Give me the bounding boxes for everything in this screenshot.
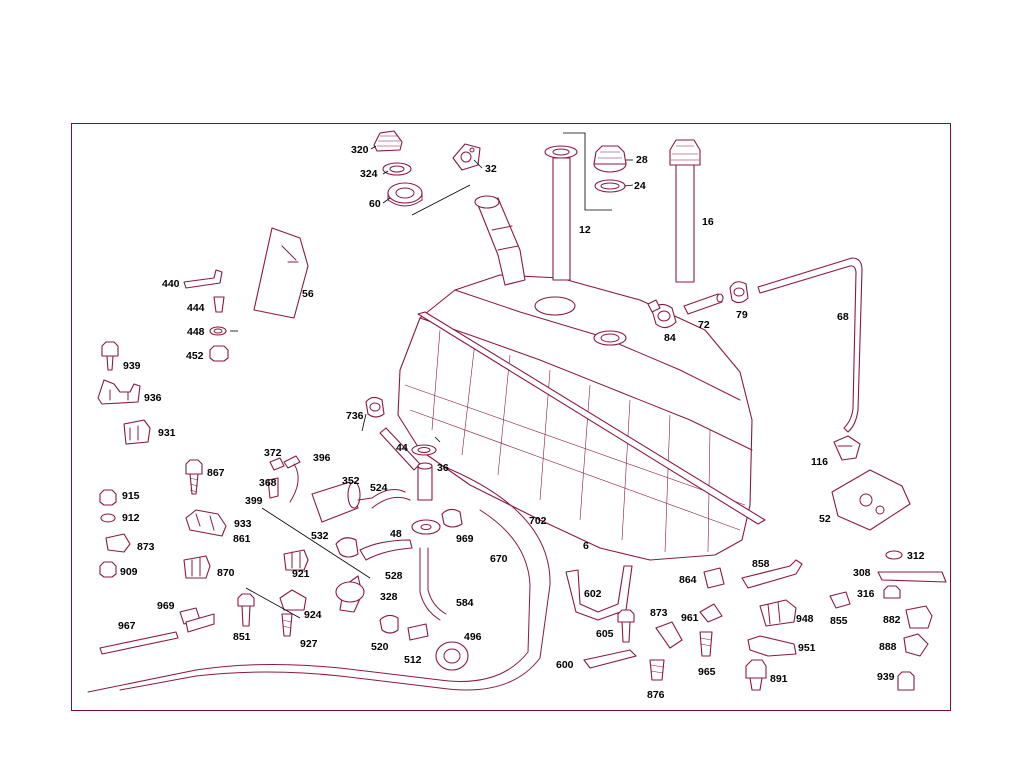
label-861: 861 [233,533,251,545]
label-84: 84 [664,332,676,344]
label-961: 961 [681,612,699,624]
label-969-left: 969 [157,600,175,612]
label-399: 399 [245,495,263,507]
label-48: 48 [390,528,402,540]
filler-cap-assembly [373,130,481,216]
label-24: 24 [634,180,646,192]
label-444: 444 [187,302,205,314]
label-68: 68 [837,311,849,323]
label-32: 32 [485,163,497,175]
label-79: 79 [736,309,748,321]
label-909: 909 [120,566,138,578]
part-labels: 320 324 60 32 28 24 12 16 440 56 444 448… [118,144,925,701]
label-933: 933 [234,518,252,530]
label-16: 16 [702,216,714,228]
label-851: 851 [233,631,251,643]
label-368: 368 [259,477,277,489]
label-936: 936 [144,392,162,404]
label-316: 316 [857,588,875,600]
label-352: 352 [342,475,360,487]
label-855: 855 [830,615,848,627]
label-951: 951 [798,642,816,654]
diagram-frame [71,123,951,711]
label-6: 6 [583,540,589,552]
label-72: 72 [698,319,710,331]
label-532: 532 [311,530,329,542]
label-858: 858 [752,558,770,570]
label-965: 965 [698,666,716,678]
label-44: 44 [396,442,408,454]
label-921: 921 [292,568,310,580]
label-948: 948 [796,613,814,625]
label-915: 915 [122,490,140,502]
label-702: 702 [529,515,547,527]
label-520: 520 [371,641,389,653]
label-448: 448 [187,326,205,338]
label-876: 876 [647,689,665,701]
label-600: 600 [556,659,574,671]
label-28: 28 [636,154,648,166]
fuel-tank [397,195,766,561]
label-912: 912 [122,512,140,524]
label-864: 864 [679,574,697,586]
label-396: 396 [313,452,331,464]
label-931: 931 [158,427,176,439]
label-939-right: 891 [770,673,788,685]
vent-hose-parts [365,257,863,501]
leader-lines [230,145,634,443]
label-967: 967 [118,620,136,632]
right-hardware [565,469,947,691]
label-870: 870 [217,567,235,579]
label-670: 670 [490,553,508,565]
sender-units [544,132,701,283]
label-372: 372 [264,447,282,459]
label-584: 584 [456,597,474,609]
label-891: 939 [877,671,895,683]
label-939: 939 [123,360,141,372]
label-873: 873 [137,541,155,553]
label-60: 60 [369,198,381,210]
label-867: 867 [207,467,225,479]
label-888: 888 [879,641,897,653]
label-528: 528 [385,570,403,582]
label-524: 524 [370,482,388,494]
label-602: 602 [584,588,602,600]
left-hardware [87,227,551,693]
label-324: 324 [360,168,378,180]
label-927: 927 [300,638,318,650]
label-36: 36 [437,462,449,474]
label-308: 308 [853,567,871,579]
label-320: 320 [351,144,369,156]
label-116: 116 [811,456,828,468]
label-736: 736 [346,410,364,422]
label-440: 440 [162,278,180,290]
label-969: 969 [456,533,474,545]
label-873-right: 873 [650,607,668,619]
label-56: 56 [302,288,314,300]
label-882: 882 [883,614,901,626]
label-924: 924 [304,609,322,621]
label-12: 12 [579,224,591,236]
label-605: 605 [596,628,614,640]
label-452: 452 [186,350,204,362]
label-328: 328 [380,591,398,603]
label-312: 312 [907,550,925,562]
label-496: 496 [464,631,482,643]
label-52: 52 [819,513,831,525]
label-512: 512 [404,654,422,666]
